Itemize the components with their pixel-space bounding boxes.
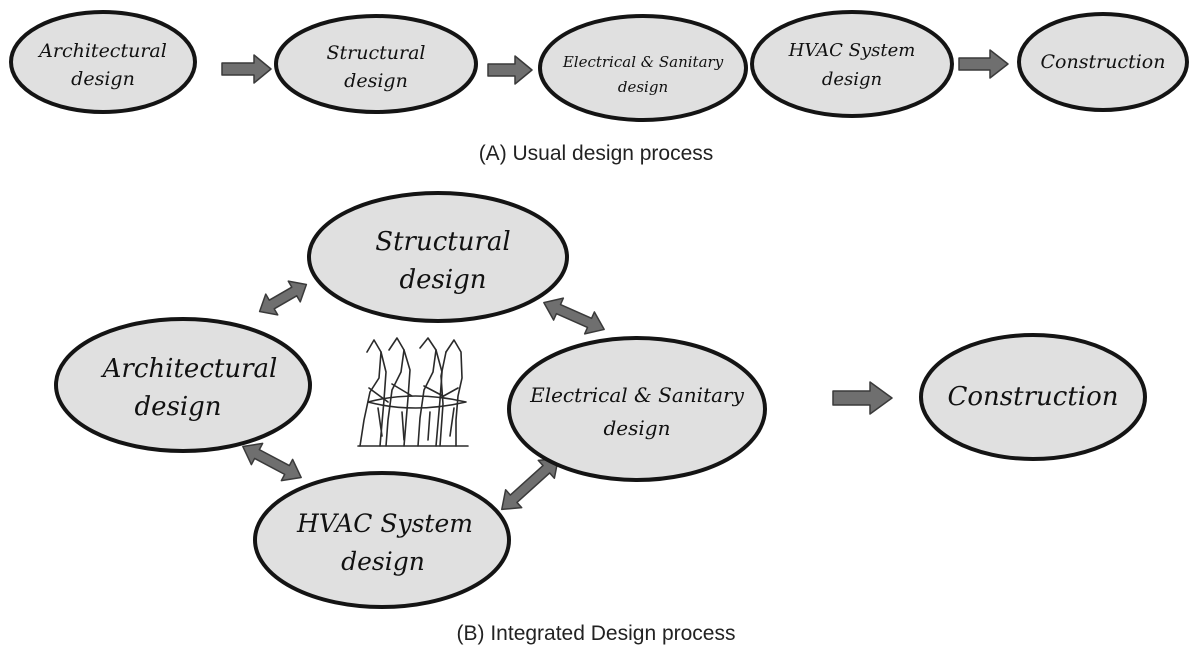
usual-structural-line2: design [344, 70, 408, 92]
usual-hvac-line2: design [822, 69, 882, 90]
usual-node-architectural: Architectural design [9, 10, 197, 114]
integrated-arrow-to-construction [832, 381, 893, 415]
integrated-arrow-arch-structural [258, 280, 308, 316]
integrated-electrical-line1: Electrical & Sanitary [529, 383, 744, 407]
team-meeting-sketch-icon [357, 337, 469, 447]
integrated-node-structural: Structural design [307, 191, 569, 323]
usual-arrow-2 [487, 55, 533, 85]
integrated-architectural-line2: design [134, 392, 221, 422]
usual-hvac-line1: HVAC System [788, 40, 916, 61]
integrated-node-hvac: HVAC System design [253, 471, 511, 609]
integrated-process-caption: (B) Integrated Design process [457, 622, 736, 645]
integrated-node-electrical: Electrical & Sanitary design [507, 336, 767, 482]
integrated-architectural-line1: Architectural [101, 354, 278, 384]
usual-arrow-1 [221, 54, 272, 84]
integrated-arrow-arch-hvac [242, 442, 302, 482]
usual-node-structural: Structural design [274, 14, 478, 114]
integrated-node-architectural: Architectural design [54, 317, 312, 453]
usual-node-electrical: Electrical & Sanitary design [538, 14, 748, 122]
integrated-arrow-structural-electrical [543, 297, 605, 335]
usual-arrow-3 [958, 49, 1009, 79]
integrated-structural-line2: design [399, 265, 486, 295]
usual-electrical-line2: design [618, 78, 668, 96]
integrated-electrical-line2: design [604, 416, 671, 440]
usual-node-construction: Construction [1017, 12, 1189, 112]
integrated-hvac-line2: design [341, 547, 425, 576]
usual-node-hvac: HVAC System design [750, 10, 954, 118]
integrated-structural-line1: Structural [375, 227, 510, 257]
usual-structural-line1: Structural [327, 42, 426, 64]
integrated-process-section: Structural design Architectural design E… [54, 191, 1147, 645]
usual-construction-line1: Construction [1041, 51, 1166, 73]
usual-electrical-line1: Electrical & Sanitary [562, 53, 724, 71]
integrated-node-construction: Construction [919, 333, 1147, 461]
usual-architectural-line1: Architectural [37, 40, 167, 62]
usual-process-caption: (A) Usual design process [479, 142, 714, 165]
integrated-construction-line1: Construction [948, 382, 1119, 412]
integrated-hvac-line1: HVAC System [296, 509, 473, 538]
usual-architectural-line2: design [71, 68, 135, 90]
usual-process-section: Architectural design Structural design E… [9, 10, 1189, 165]
